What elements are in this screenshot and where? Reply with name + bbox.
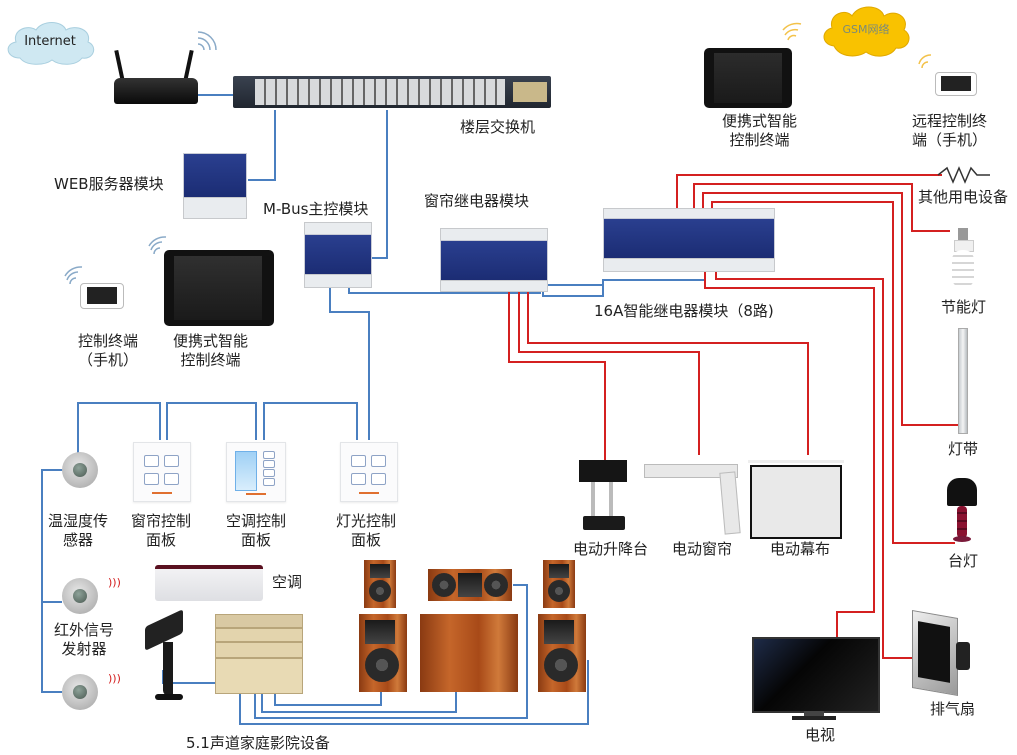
wifi-signal-icon xyxy=(148,236,167,255)
gsm-cloud-icon xyxy=(823,6,910,57)
mbus-label: M-Bus主控模块 xyxy=(263,200,369,218)
smart-relay-module xyxy=(603,208,775,272)
temperature-humidity-sensor-icon xyxy=(62,452,98,488)
wire-cfl xyxy=(693,183,950,232)
local-phone-label: 控制终端（手机） xyxy=(78,332,139,369)
ir-emitter-icon xyxy=(62,578,98,614)
led-strip-icon xyxy=(958,328,968,434)
front-right-speaker-icon xyxy=(543,560,575,608)
front-left-speaker-icon xyxy=(364,560,396,608)
curtain-relay-label: 窗帘继电器模块 xyxy=(424,192,530,210)
wire-sensor-ir xyxy=(41,469,78,693)
smart-relay-label: 16A智能继电器模块（8路) xyxy=(594,302,774,320)
gsm-label: GSM网络 xyxy=(842,23,890,36)
wire-theater-2 xyxy=(239,660,589,725)
front-left-main-speaker-icon xyxy=(359,614,407,692)
wifi-router-icon xyxy=(114,49,198,110)
wire-lift xyxy=(508,290,606,462)
touch-kiosk-icon xyxy=(145,609,189,702)
projector-lift-icon xyxy=(577,460,629,532)
remote-phone-label: 远程控制终端（手机） xyxy=(912,112,988,149)
wifi-signal-icon xyxy=(64,266,83,285)
screen-label: 电动幕布 xyxy=(770,540,831,558)
wire-relay-16a xyxy=(542,270,706,297)
power-wires xyxy=(508,174,958,659)
wire-other xyxy=(676,174,942,208)
ir-signal-icon: ))) xyxy=(108,672,121,685)
remote-tablet-label: 便携式智能控制终端 xyxy=(722,112,798,149)
subwoofer-icon xyxy=(420,614,518,692)
exhaust-fan-label: 排气扇 xyxy=(930,700,976,718)
curtain-control-panel xyxy=(133,442,191,502)
ir-emitter-icon xyxy=(62,674,98,710)
internet-label: Internet xyxy=(24,34,76,49)
web-server-label: WEB服务器模块 xyxy=(54,175,164,193)
local-tablet-label: 便携式智能控制终端 xyxy=(173,332,249,369)
table-lamp-icon xyxy=(945,478,979,544)
switch-label: 楼层交换机 xyxy=(460,118,536,136)
wire-curtain xyxy=(518,290,700,455)
ir-signal-icon: ))) xyxy=(108,576,121,589)
front-right-main-speaker-icon xyxy=(538,614,586,692)
curtain-panel-label: 窗帘控制面板 xyxy=(131,512,192,549)
mbus-controller-module xyxy=(304,222,372,288)
ir-label: 红外信号发射器 xyxy=(54,621,115,658)
wire-fan xyxy=(715,270,912,659)
table-lamp-label: 台灯 xyxy=(948,552,979,570)
network-switch-icon xyxy=(233,76,551,108)
wire-switch-web xyxy=(248,110,276,181)
exhaust-fan-icon xyxy=(912,609,972,697)
resistor-icon xyxy=(937,166,990,184)
wire-panels xyxy=(77,402,358,455)
projection-screen-icon xyxy=(748,460,844,541)
wire-lamp xyxy=(711,201,955,544)
sensor-label: 温湿度传感器 xyxy=(48,512,109,549)
other-appliances-label: 其他用电设备 xyxy=(918,188,1009,206)
local-phone-icon xyxy=(80,283,124,309)
web-server-module xyxy=(183,145,247,219)
wifi-signal-icon xyxy=(197,31,217,51)
lift-label: 电动升降台 xyxy=(573,540,649,558)
curtain-label: 电动窗帘 xyxy=(672,540,733,558)
light-panel-label: 灯光控制面板 xyxy=(336,512,397,549)
remote-phone-icon xyxy=(935,72,977,96)
cfl-label: 节能灯 xyxy=(941,298,987,316)
home-theater-label: 5.1声道家庭影院设备 xyxy=(186,734,330,752)
aircon-label: 空调 xyxy=(272,573,303,591)
wifi-signal-icon xyxy=(782,22,802,41)
wire-mbus-down xyxy=(329,285,370,440)
wire-ledstrip xyxy=(702,192,958,426)
wifi-signal-icon xyxy=(918,54,932,69)
wire-screen xyxy=(527,290,809,455)
curtain-relay-module xyxy=(440,228,548,292)
light-control-panel xyxy=(340,442,398,502)
internet-cloud-icon xyxy=(7,22,95,65)
av-receiver-stack-icon xyxy=(215,614,303,694)
wire-switch-mbus xyxy=(370,110,388,259)
wire-tv xyxy=(704,270,875,640)
tv-icon xyxy=(752,637,880,721)
wire-theater-3 xyxy=(254,584,528,719)
led-strip-label: 灯带 xyxy=(948,440,979,458)
tv-label: 电视 xyxy=(805,726,836,744)
cfl-bulb-icon xyxy=(948,228,978,290)
remote-tablet-icon xyxy=(704,48,792,108)
air-conditioner-icon xyxy=(155,565,263,601)
curtain-track-icon xyxy=(644,462,741,535)
aircon-control-panel xyxy=(226,442,286,502)
aircon-panel-label: 空调控制面板 xyxy=(226,512,287,549)
local-tablet-icon xyxy=(164,250,274,326)
center-speaker-icon xyxy=(428,569,512,601)
